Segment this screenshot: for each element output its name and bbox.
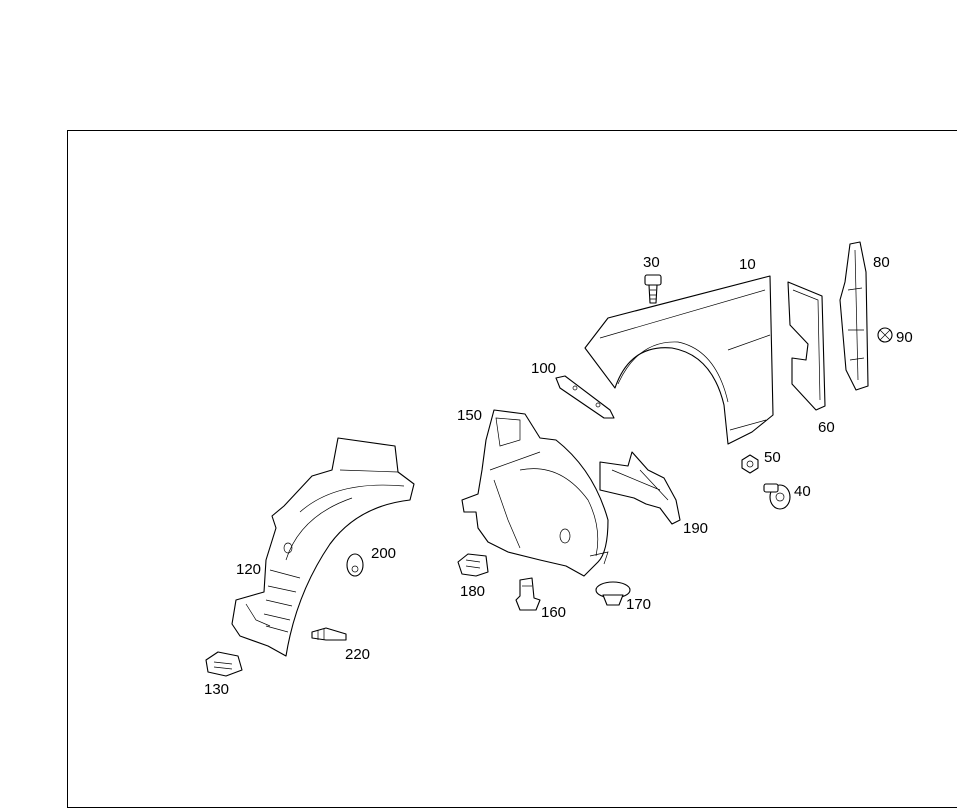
callout-160: 160 bbox=[541, 604, 566, 621]
callout-220: 220 bbox=[345, 646, 370, 663]
part-100-strip[interactable] bbox=[555, 375, 615, 419]
part-160-rivet[interactable] bbox=[515, 577, 541, 611]
callout-80: 80 bbox=[873, 254, 890, 271]
part-200-clip[interactable] bbox=[346, 553, 364, 577]
part-180-clip[interactable] bbox=[457, 553, 489, 577]
part-60-insulation-pad[interactable] bbox=[787, 281, 826, 411]
part-170-plug[interactable] bbox=[595, 581, 631, 606]
callout-190: 190 bbox=[683, 520, 708, 537]
part-120-wheel-arch-liner[interactable] bbox=[231, 437, 415, 657]
diagram-frame bbox=[67, 130, 957, 808]
callout-30: 30 bbox=[643, 254, 660, 271]
callout-90: 90 bbox=[896, 329, 913, 346]
callout-50: 50 bbox=[764, 449, 781, 466]
part-30-bolt[interactable] bbox=[644, 274, 662, 304]
part-220-rivet[interactable] bbox=[311, 627, 347, 641]
part-150-wheel-liner[interactable] bbox=[461, 409, 609, 577]
callout-200: 200 bbox=[371, 545, 396, 562]
callout-130: 130 bbox=[204, 681, 229, 698]
callout-180: 180 bbox=[460, 583, 485, 600]
part-80-bracket[interactable] bbox=[839, 241, 869, 391]
part-50-nut[interactable] bbox=[741, 454, 759, 474]
callout-40: 40 bbox=[794, 483, 811, 500]
callout-60: 60 bbox=[818, 419, 835, 436]
callout-170: 170 bbox=[626, 596, 651, 613]
part-90-clip[interactable] bbox=[877, 327, 893, 343]
callout-100: 100 bbox=[531, 360, 556, 377]
callout-150: 150 bbox=[457, 407, 482, 424]
callout-10: 10 bbox=[739, 256, 756, 273]
part-190-insulation-mat[interactable] bbox=[599, 451, 681, 525]
part-40-bolt[interactable] bbox=[763, 483, 791, 510]
part-130-clip-nut[interactable] bbox=[205, 651, 243, 677]
callout-120: 120 bbox=[236, 561, 261, 578]
part-10-fender[interactable] bbox=[584, 275, 774, 445]
